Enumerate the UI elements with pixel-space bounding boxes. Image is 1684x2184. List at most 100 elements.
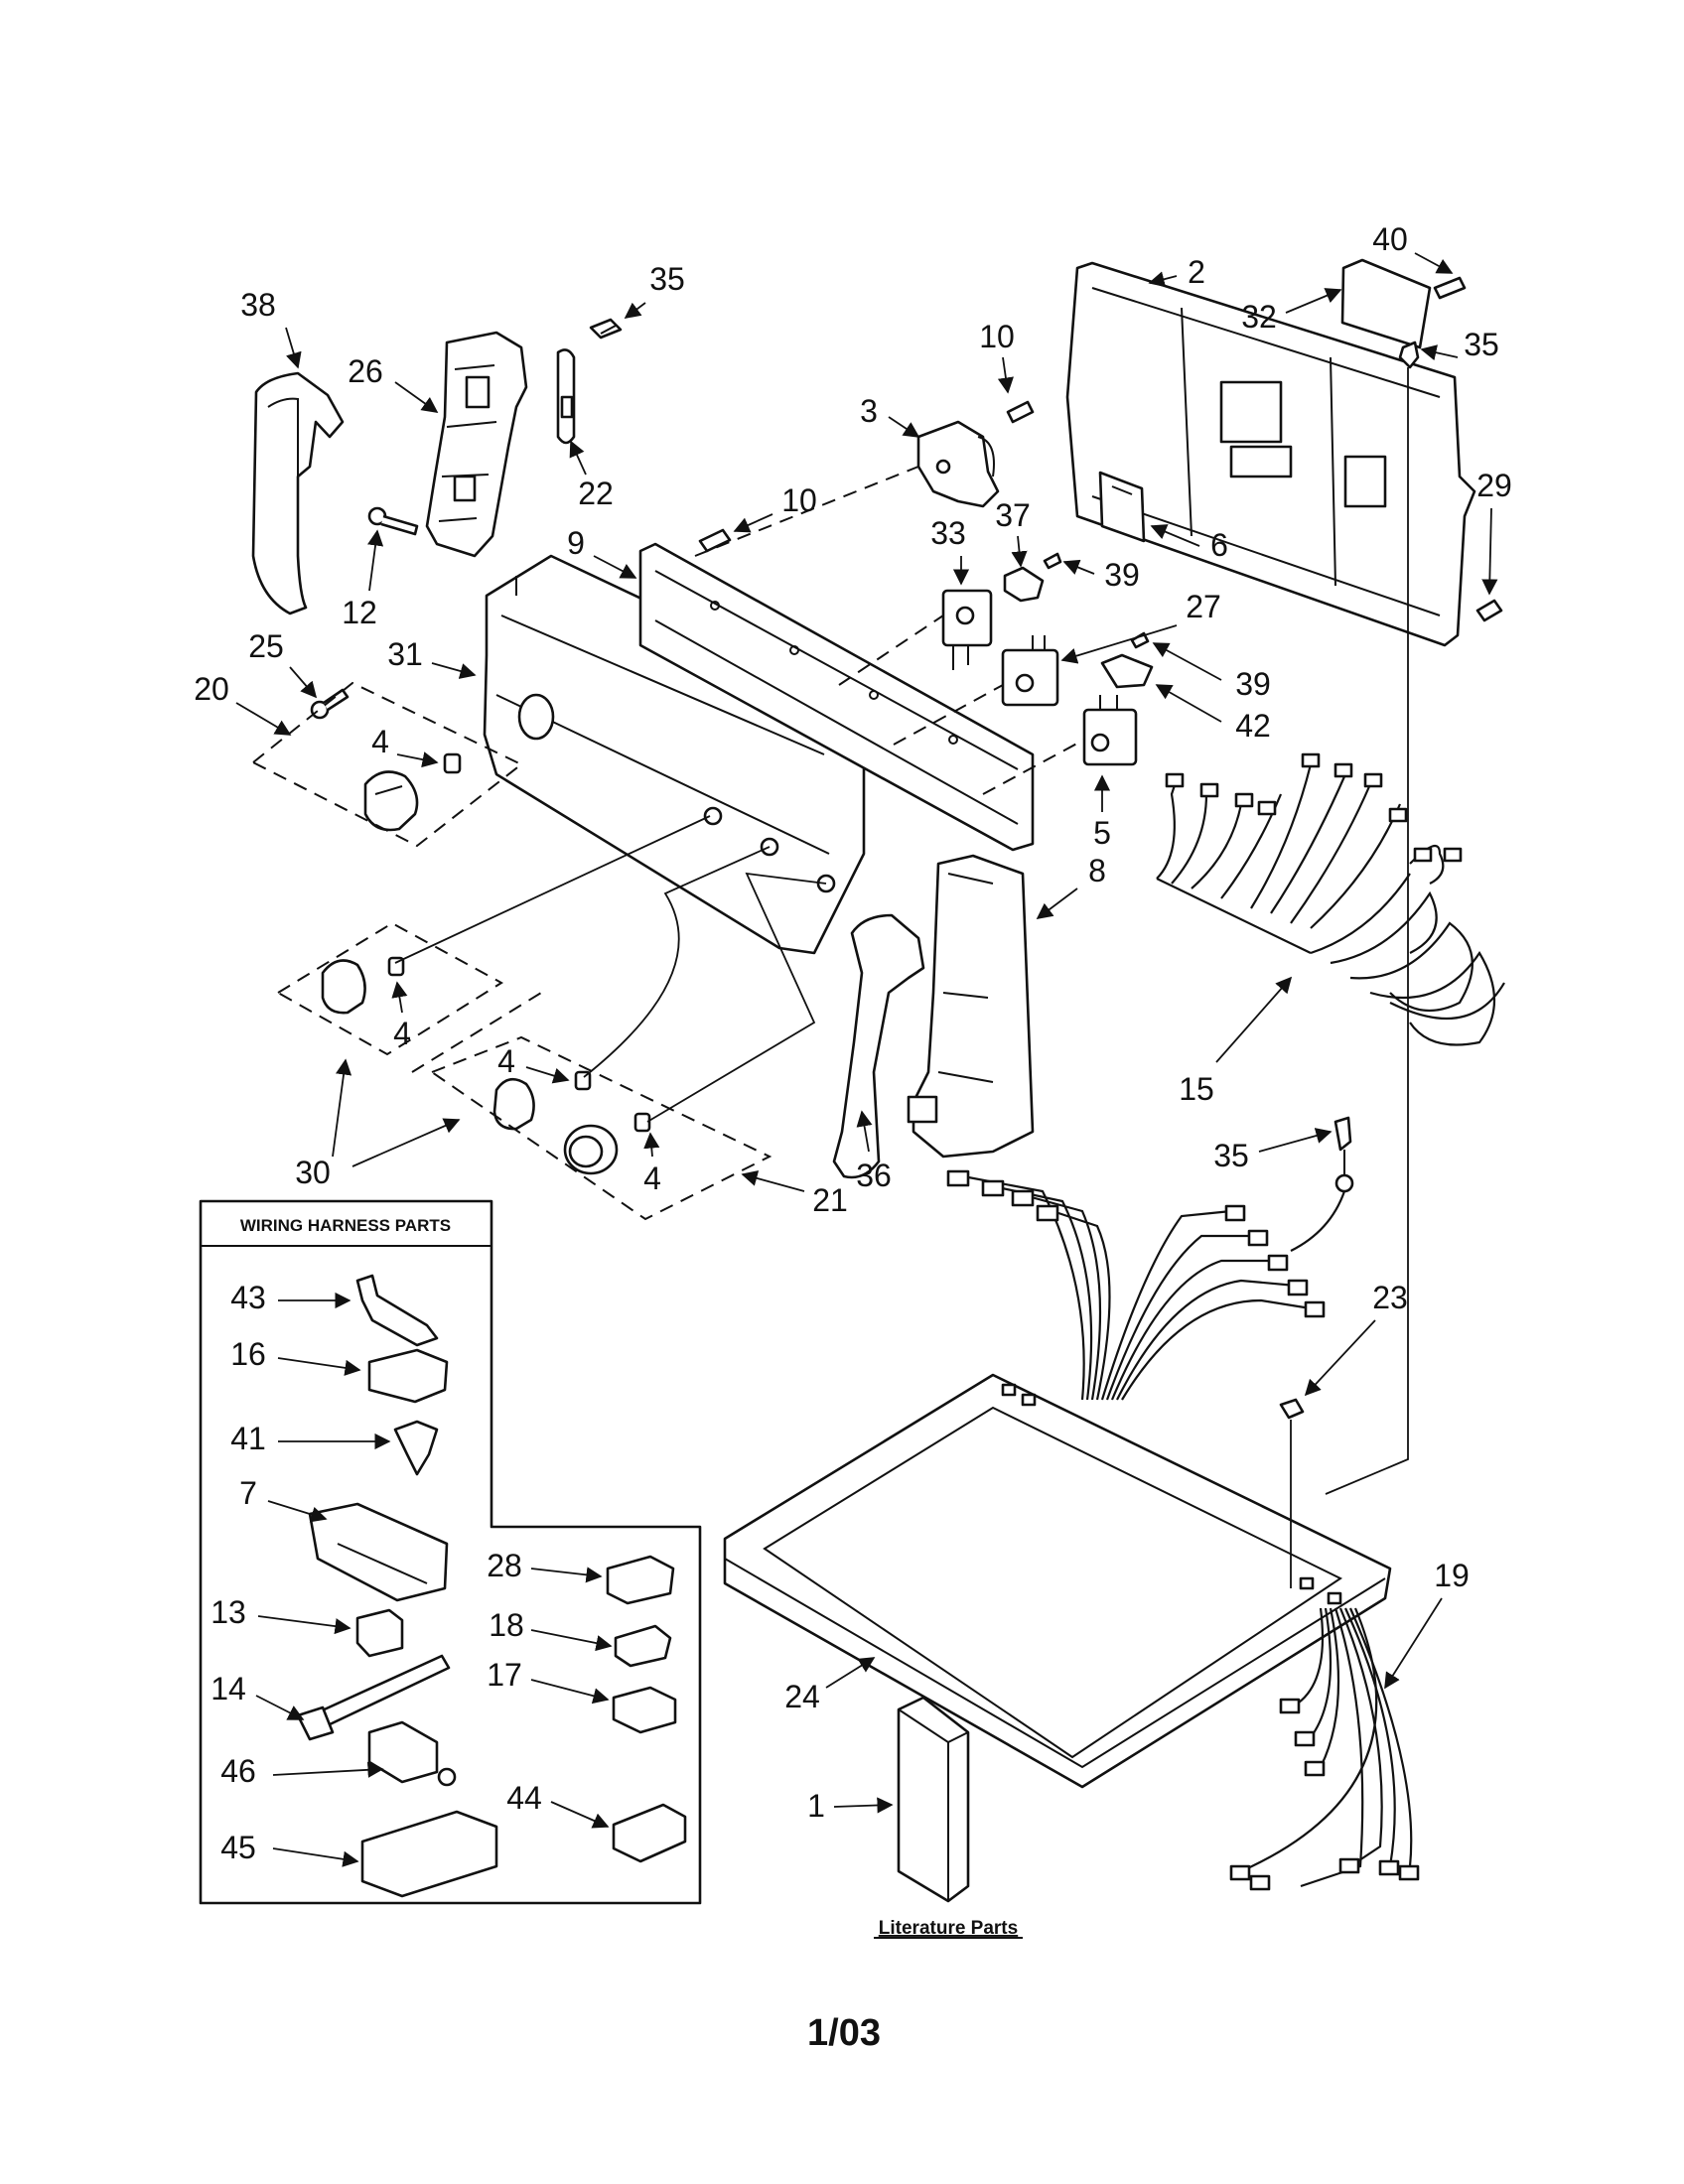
callout-label: 10 [979,319,1015,354]
knob-part [563,1124,619,1175]
screw-part [1043,552,1062,570]
assembly-line [893,684,1004,746]
assembly-line [982,739,1085,795]
end-cap-left-part [251,371,345,615]
callout-label: 4 [497,1043,515,1079]
knob-group-outline [276,921,503,1056]
callout-label: 12 [342,595,377,630]
screw-part [1475,599,1503,622]
callout-label: 15 [1179,1071,1214,1107]
spring-clip-part [633,1112,651,1133]
connector-part [606,1555,675,1605]
callout-label: 36 [856,1158,892,1193]
bracket-small-part [1098,471,1146,543]
switch-part [941,589,993,670]
bracket-right-part [907,854,1035,1159]
callout-label: 4 [643,1160,661,1196]
callout-label: 16 [230,1336,266,1372]
wiring-harness-part [1229,1607,1420,1891]
callout-label: 19 [1434,1558,1470,1593]
callout-label: 28 [487,1548,522,1583]
connector-part [612,1803,687,1863]
knob-group-outline [251,681,523,848]
terminal-part [355,1274,439,1347]
callout-label: 25 [248,628,284,664]
callout-label: 29 [1476,468,1512,503]
callout-label: 21 [812,1182,848,1218]
callout-label: 41 [230,1421,266,1456]
callout-label: 42 [1235,708,1271,744]
callout-label: 39 [1104,557,1140,593]
clip-part [556,348,576,445]
callout-label: 35 [649,261,685,297]
top-panel-part [723,1373,1392,1789]
assembly-line [1325,367,1409,1495]
callout-label: 3 [860,393,878,429]
connector-part [355,1608,404,1658]
callout-label: 2 [1188,254,1205,290]
screw-part [1398,341,1420,369]
callout-label: 20 [194,671,229,707]
terminal-block-part [308,1502,449,1602]
end-cap-right-part [832,913,925,1179]
callout-label: 32 [1241,299,1277,335]
callout-label: 10 [781,482,817,518]
knob-part [492,1077,535,1131]
push-button-part [1003,566,1045,603]
control-bracket-part [638,542,1035,852]
callout-label: 35 [1213,1138,1249,1173]
wiring-box-title: WIRING HARNESS PARTS [240,1216,451,1235]
wiring-harness-parts-box: WIRING HARNESS PARTS [199,1199,702,1905]
callout-label: 39 [1235,666,1271,702]
callout-label: 6 [1210,527,1228,563]
assembly-line [694,466,919,557]
callout-label: 14 [210,1671,246,1706]
knob-part [321,959,366,1015]
callout-label: 38 [240,287,276,323]
literature-part [897,1696,970,1903]
wiring-harness-part [946,1169,1326,1401]
callout-label: 44 [506,1780,542,1816]
literature-parts-label: Literature Parts [879,1918,1018,1939]
callout-label: 1 [807,1788,825,1824]
callout-label: 40 [1372,221,1408,257]
callout-label: 35 [1464,327,1499,362]
screw-part [1433,276,1467,300]
timer-part [916,420,1000,508]
callout-label: 8 [1088,853,1106,888]
callout-label: 13 [210,1594,246,1630]
callout-label: 27 [1186,589,1221,624]
callouts: 38 35 26 22 10 3 12 10 9 33 37 39 [194,221,1512,1867]
spring-clip-part [574,1070,592,1091]
callout-label: 37 [995,497,1031,533]
callout-label: 22 [578,476,614,511]
cover-plate-part [1340,258,1432,349]
callout-label: 43 [230,1280,266,1315]
screw-part [367,506,419,536]
bracket-left-part [425,331,528,558]
callout-label: 9 [567,525,585,561]
callout-label: 24 [784,1679,820,1714]
switch-part [1001,635,1059,707]
console-panel-part [483,554,866,955]
callout-label: 33 [930,515,966,551]
callout-label: 31 [387,636,423,672]
back-panel-part [1065,261,1476,647]
screw-part [698,528,732,553]
screw-part [1006,400,1035,424]
knob-part [363,770,419,832]
connector-block-part [360,1810,498,1898]
callout-label: 26 [348,353,383,389]
wiring-harness-part [1156,752,1505,1046]
spring-clip-part [443,752,462,774]
assembly-line [394,815,711,964]
connector-part [367,1348,449,1404]
screw-part [589,318,623,340]
assembly-line [838,614,944,686]
ground-screw-part [1290,1116,1354,1252]
callout-label: 46 [220,1753,256,1789]
screw-part [310,688,350,720]
callout-label: 17 [487,1657,522,1693]
connector-part [614,1624,672,1668]
